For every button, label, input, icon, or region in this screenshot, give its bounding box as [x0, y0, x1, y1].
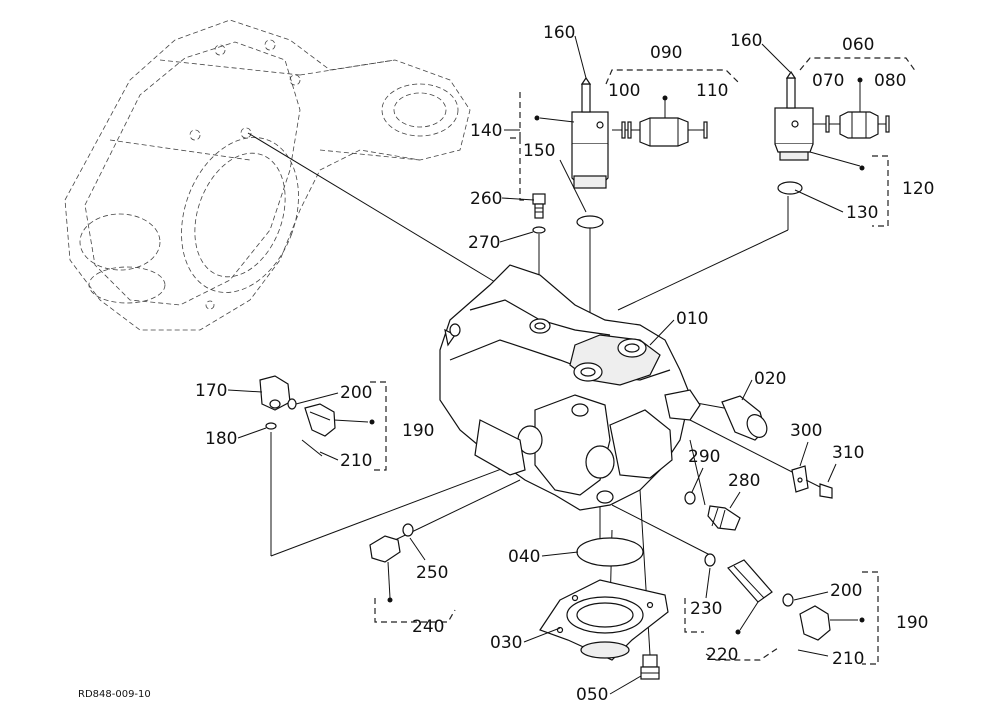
callout-120: 120	[902, 179, 934, 199]
callout-110: 110	[696, 81, 728, 101]
callout-030: 030	[490, 633, 522, 653]
callout-190: 190	[402, 421, 434, 441]
callout-180: 180	[205, 429, 237, 449]
relief-valve-060-parts	[813, 77, 890, 139]
callout-200: 200	[830, 581, 862, 601]
swivel-fitting-170	[259, 375, 297, 430]
hydraulic-pump-body	[439, 264, 701, 511]
callout-270: 270	[468, 233, 500, 253]
callout-290: 290	[688, 447, 720, 467]
bracket-300	[791, 465, 809, 493]
flange-030	[539, 579, 669, 661]
bolt-310	[805, 479, 833, 499]
callout-040: 040	[508, 547, 540, 567]
callout-090: 090	[650, 43, 682, 63]
callout-100: 100	[608, 81, 640, 101]
nipple-050	[640, 654, 660, 680]
relief-valve-090-parts	[612, 95, 708, 147]
fitting-260	[532, 193, 546, 234]
callout-200: 200	[340, 383, 372, 403]
callout-160: 160	[543, 23, 575, 43]
pipe-220	[704, 553, 773, 635]
callout-240: 240	[412, 617, 444, 637]
callout-280: 280	[728, 471, 760, 491]
axle-housing	[64, 19, 471, 331]
callout-220: 220	[706, 645, 738, 665]
callout-070: 070	[812, 71, 844, 91]
callout-130: 130	[846, 203, 878, 223]
callout-300: 300	[790, 421, 822, 441]
relief-valve-140	[534, 76, 609, 229]
callout-310: 310	[832, 443, 864, 463]
callout-050: 050	[576, 685, 608, 705]
callout-210: 210	[340, 451, 372, 471]
callout-060: 060	[842, 35, 874, 55]
callout-010: 010	[676, 309, 708, 329]
elbow-fitting-210-right	[782, 593, 865, 657]
elbow-fitting-210	[301, 403, 375, 457]
callout-150: 150	[523, 141, 555, 161]
callout-210: 210	[832, 649, 864, 669]
callout-160: 160	[730, 31, 762, 51]
group-brackets	[370, 57, 917, 665]
callout-230: 230	[690, 599, 722, 619]
callout-140: 140	[470, 121, 502, 141]
drawing-code: RD848-009-10	[78, 689, 151, 700]
callout-connectors	[227, 35, 844, 695]
callout-020: 020	[754, 369, 786, 389]
relief-valve-120	[774, 70, 865, 195]
callout-080: 080	[874, 71, 906, 91]
o-ring-040	[576, 537, 644, 567]
callout-170: 170	[195, 381, 227, 401]
callout-260: 260	[470, 189, 502, 209]
fitting-240	[369, 523, 414, 603]
callout-190: 190	[896, 613, 928, 633]
sensor-280	[684, 491, 741, 531]
callout-250: 250	[416, 563, 448, 583]
callout-labels: 160 090 160 060 100 110 070 080 140 150 …	[195, 23, 934, 705]
plug-020	[721, 395, 768, 441]
